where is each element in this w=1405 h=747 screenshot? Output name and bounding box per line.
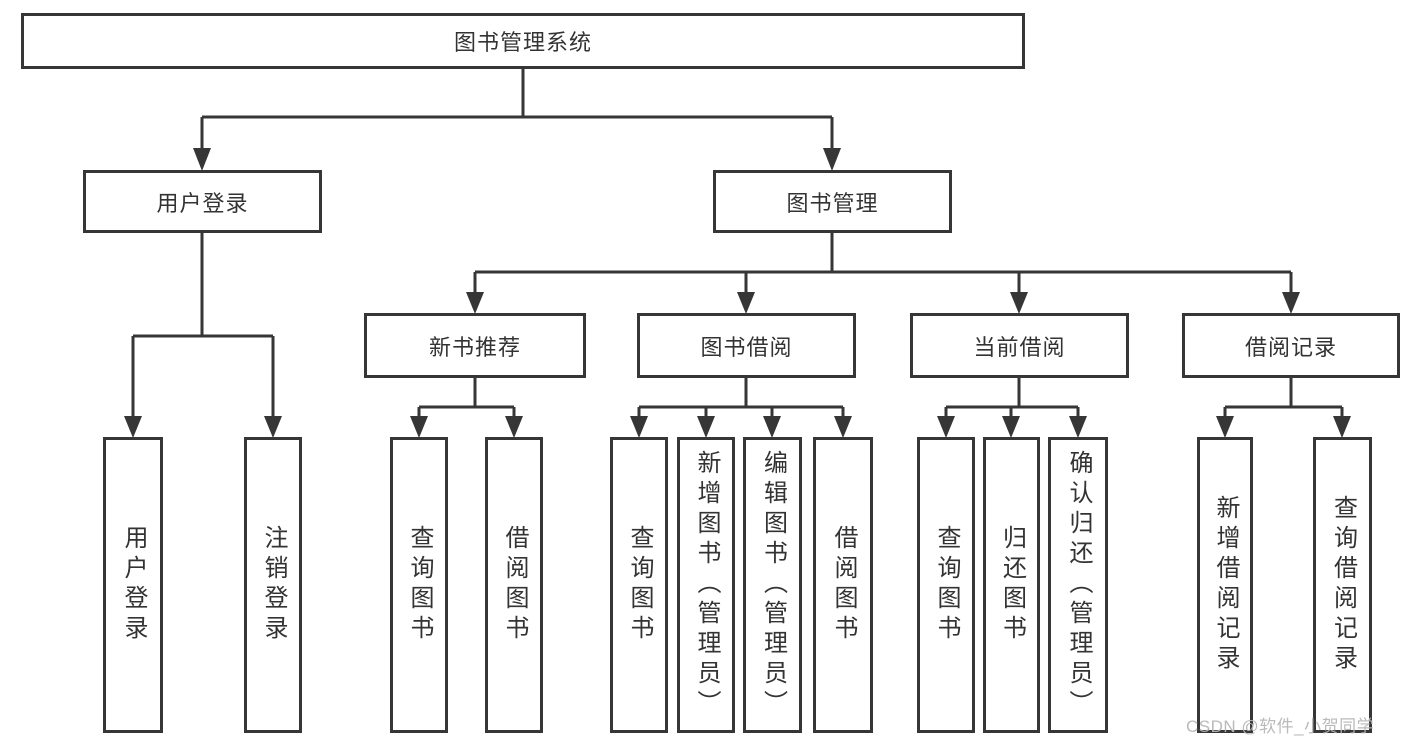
node-book-borrowing-label: 图书借阅 [700,334,793,360]
node-user-login-label: 用户登录 [156,190,249,216]
leaf-query-books-recommend-label: 查询图书 [406,525,433,645]
node-borrow-records: 借阅记录 [1182,313,1400,378]
leaf-query-books-current-label: 查询图书 [933,525,960,645]
leaf-add-books-admin-label: 新增图书（管理员） [693,450,720,720]
leaf-query-books-recommend: 查询图书 [390,437,448,733]
leaf-add-books-admin: 新增图书（管理员） [677,437,735,733]
connector-records-to-leaves [1223,378,1344,420]
node-book-management-label: 图书管理 [786,190,879,216]
node-book-borrowing: 图书借阅 [637,313,856,378]
node-user-login: 用户登录 [83,170,322,233]
connector-root-to-level2 [200,69,834,152]
node-borrow-records-label: 借阅记录 [1244,334,1337,360]
leaf-add-borrow-record-label: 新增借阅记录 [1212,495,1239,675]
leaf-edit-books-admin: 编辑图书（管理员） [743,437,802,733]
node-current-borrowing-label: 当前借阅 [973,334,1066,360]
connector-userlogin-to-leaves [131,233,275,420]
leaf-query-borrow-record-label: 查询借阅记录 [1329,495,1357,675]
leaf-return-books: 归还图书 [983,437,1040,733]
leaf-logout: 注销登录 [244,437,302,733]
leaf-confirm-return-admin: 确认归还（管理员） [1048,437,1108,733]
leaf-add-borrow-record: 新增借阅记录 [1197,437,1253,733]
leaf-query-books-current: 查询图书 [917,437,975,733]
leaf-borrow-books-borrowing-label: 借阅图书 [830,525,857,645]
connector-currentborrow-to-leaves [944,378,1080,420]
connector-bookborrow-to-leaves [637,378,845,420]
connector-bookmgmt-to-level3 [473,233,1293,294]
leaf-user-login: 用户登录 [103,437,163,733]
leaf-return-books-label: 归还图书 [998,525,1026,645]
leaf-user-login-label: 用户登录 [120,525,147,645]
root-node: 图书管理系统 [21,13,1025,69]
leaf-edit-books-admin-label: 编辑图书（管理员） [759,450,787,720]
leaf-query-books-borrowing-label: 查询图书 [626,525,653,645]
node-new-book-recommend-label: 新书推荐 [428,334,521,360]
root-node-label: 图书管理系统 [453,30,592,55]
leaf-borrow-books-borrowing: 借阅图书 [813,437,873,733]
csdn-watermark: CSDN @软件_小贺同学 [1186,717,1375,736]
leaf-logout-label: 注销登录 [260,525,287,645]
leaf-confirm-return-admin-label: 确认归还（管理员） [1065,450,1092,720]
leaf-query-books-borrowing: 查询图书 [610,437,668,733]
node-book-management: 图书管理 [713,170,952,233]
node-current-borrowing: 当前借阅 [910,313,1129,378]
node-new-book-recommend: 新书推荐 [364,313,586,378]
connector-newbook-to-leaves [417,378,516,420]
leaf-query-borrow-record: 查询借阅记录 [1313,437,1372,733]
leaf-borrow-books-recommend: 借阅图书 [485,437,543,733]
leaf-borrow-books-recommend-label: 借阅图书 [501,525,528,645]
